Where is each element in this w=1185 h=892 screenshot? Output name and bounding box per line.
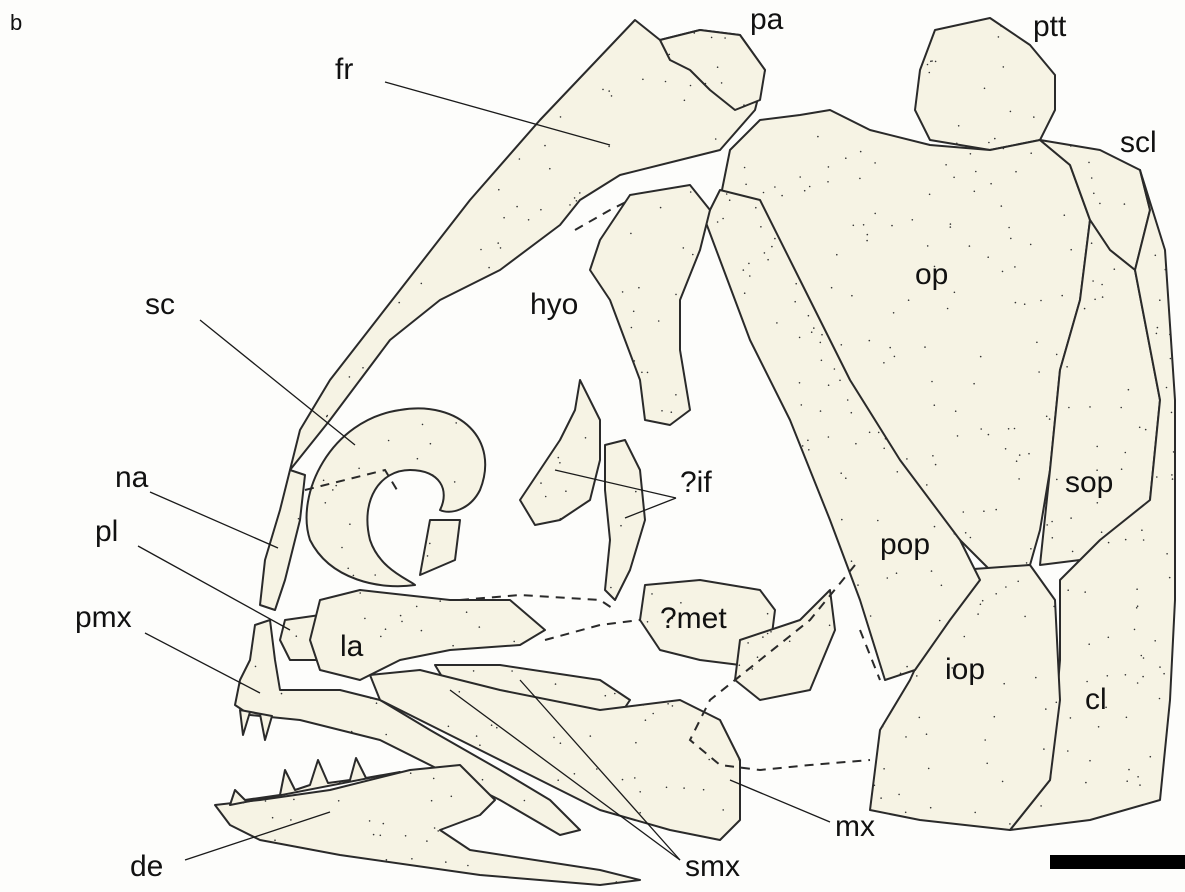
label-ptt: ptt (1033, 12, 1066, 42)
infraorbital-bone-b (605, 440, 645, 600)
label-scl: scl (1120, 128, 1157, 158)
leader-na (150, 492, 278, 548)
label-sop: sop (1065, 468, 1113, 498)
label-pa: pa (750, 5, 783, 35)
label-fr: fr (335, 55, 353, 85)
label-smx: smx (685, 852, 740, 882)
label-cl: cl (1085, 685, 1107, 715)
leader-pmx (145, 633, 260, 693)
infraorbital-bone-a (520, 380, 600, 525)
label-if: ?if (680, 468, 712, 498)
panel-letter: b (10, 10, 22, 36)
hyomandibula-bone (590, 185, 710, 425)
nasal-bone (260, 470, 305, 610)
label-la: la (340, 632, 363, 662)
label-met: ?met (660, 604, 727, 634)
sclerotic-bone (307, 408, 486, 586)
label-hyo: hyo (530, 290, 578, 320)
label-iop: iop (945, 655, 985, 685)
label-pop: pop (880, 530, 930, 560)
label-pmx: pmx (75, 603, 132, 633)
dashed-outline (545, 620, 640, 640)
label-sc: sc (145, 290, 175, 320)
scale-bar (1050, 855, 1185, 869)
label-mx: mx (835, 812, 875, 842)
sclerotic-fragment (420, 520, 460, 575)
label-pl: pl (95, 517, 118, 547)
label-op: op (915, 260, 948, 290)
leader-mx (730, 780, 830, 822)
label-na: na (115, 463, 148, 493)
label-de: de (130, 852, 163, 882)
